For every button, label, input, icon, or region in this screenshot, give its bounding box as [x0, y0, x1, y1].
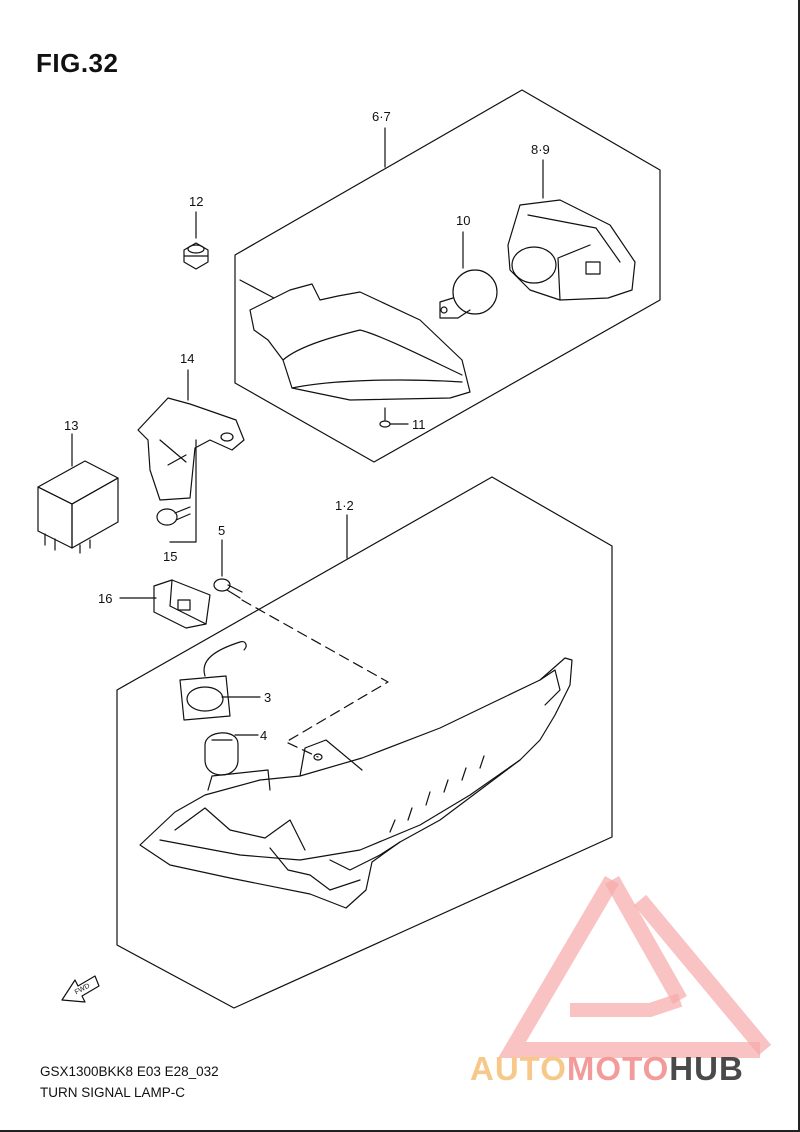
watermark-text: AUTOMOTOHUB: [470, 1050, 744, 1088]
part-name: TURN SIGNAL LAMP-C: [40, 1085, 186, 1100]
watermark-part-moto: MOTO: [566, 1050, 670, 1087]
callout-3: 3: [264, 690, 272, 705]
callout-14: 14: [180, 351, 195, 366]
callout-8-9: 8·9: [531, 142, 550, 157]
bolt-dash-line: [241, 599, 389, 758]
callout-1-2: 1·2: [335, 498, 354, 513]
bulb-4: [204, 732, 239, 776]
upper-assembly-box: [234, 89, 661, 463]
screw-5: [213, 578, 243, 599]
callout-4: 4: [260, 728, 268, 743]
page-border-bottom: [0, 1130, 800, 1132]
callout-15: 15: [163, 549, 178, 564]
nut-12: [183, 242, 209, 270]
lens-8-9: [507, 199, 636, 301]
watermark-part-hub: HUB: [669, 1050, 744, 1087]
leader-15: [169, 439, 197, 543]
watermark-logo-icon: [498, 875, 772, 1058]
screw-15: [156, 506, 191, 526]
figure-title: FIG.32: [36, 48, 119, 78]
socket-3: [179, 641, 247, 721]
callout-6-7: 6·7: [372, 109, 391, 124]
lower-assembly-box: [116, 476, 613, 1009]
bracket-14: [137, 397, 245, 501]
watermark-part-auto: AUTO: [470, 1050, 567, 1087]
callout-12: 12: [189, 194, 204, 209]
screw-11: [379, 407, 391, 428]
page-border-right: [798, 0, 800, 1132]
callout-11: 11: [412, 417, 426, 432]
lamp-housing-6-7: [239, 279, 471, 401]
lamp-assembly-1-2: [139, 657, 573, 909]
callout-16: 16: [98, 591, 113, 606]
fwd-arrow-icon: [61, 975, 100, 1003]
bulb-10: [439, 269, 498, 319]
callout-13: 13: [64, 418, 79, 433]
clip-16: [153, 579, 211, 629]
callout-5: 5: [218, 523, 226, 538]
relay-13: [37, 460, 119, 554]
model-code: GSX1300BKK8 E03 E28_032: [40, 1064, 219, 1079]
callout-10: 10: [456, 213, 471, 228]
